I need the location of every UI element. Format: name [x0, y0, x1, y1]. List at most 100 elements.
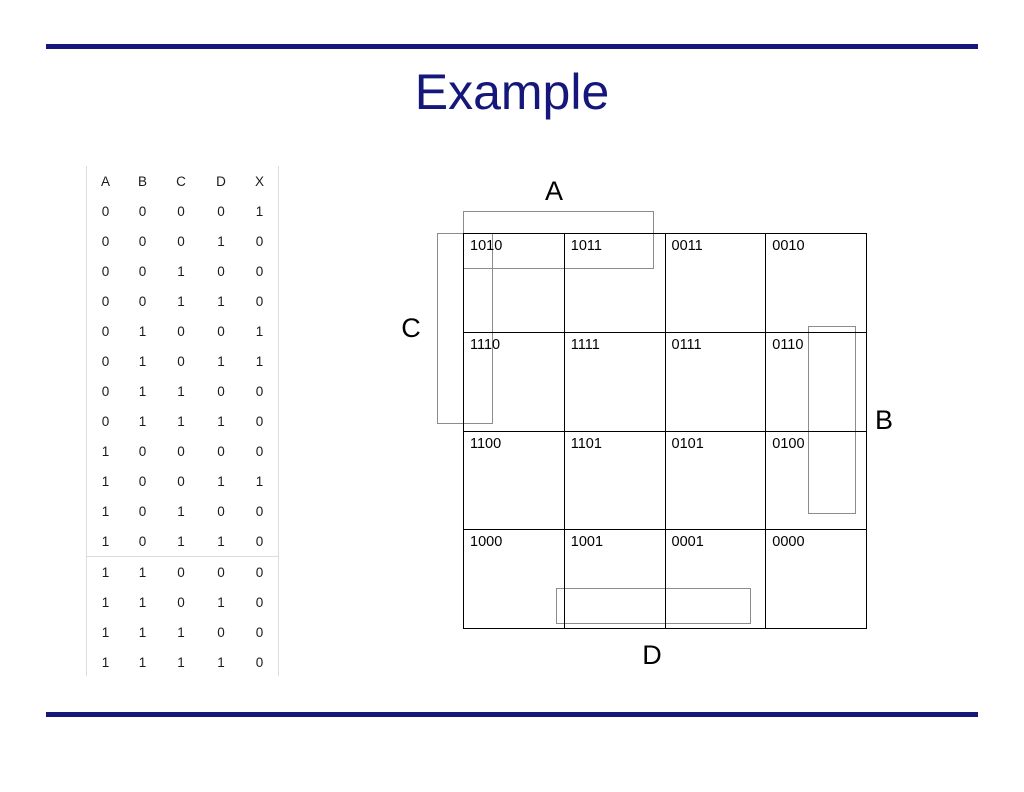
- kmap-cell[interactable]: 1001: [563, 529, 666, 629]
- kmap-cell[interactable]: 0101: [664, 430, 767, 531]
- cell-x: 0: [255, 594, 264, 610]
- cell-x: 0: [255, 263, 264, 279]
- cell-c: 1: [177, 533, 185, 549]
- cell-x: 0: [255, 293, 264, 309]
- cell-x: 1: [255, 203, 264, 219]
- cell-c: 0: [160, 556, 201, 587]
- kmap-cell[interactable]: 0111: [664, 331, 767, 432]
- cell-a: 0: [101, 293, 110, 309]
- table-row: 0 0 1 0 0: [87, 256, 278, 286]
- cell-b: 1: [138, 594, 147, 610]
- kmap-cell[interactable]: 0000: [765, 529, 867, 629]
- cell-d: 0: [200, 556, 241, 587]
- cell-a: 0: [101, 323, 110, 339]
- karnaugh-map: 1010 1011 0011 0010 1110 1111 0111 0110 …: [463, 233, 867, 629]
- table-row: 0 1 0 0 1: [87, 316, 278, 346]
- truth-table-header-d: D: [216, 173, 226, 189]
- kmap-label-c: C: [401, 313, 421, 343]
- cell-c: 0: [177, 353, 185, 369]
- truth-table-header-b: B: [137, 173, 147, 189]
- truth-table-header-a: A: [100, 173, 110, 189]
- table-row: 1 1 0 1 0: [87, 587, 278, 617]
- cell-b: 0: [138, 233, 147, 249]
- truth-table-body: 0 0 0 0 1 0 0 0 1 0 0 0 1 0 0 0: [87, 196, 278, 677]
- truth-table-header-x: X: [254, 173, 264, 189]
- table-row: 0 1 1 1 0: [87, 406, 278, 436]
- kmap-cell[interactable]: 1111: [563, 331, 666, 432]
- cell-a: 1: [101, 654, 110, 670]
- cell-d: 1: [217, 353, 225, 369]
- cell-x: 0: [255, 383, 264, 399]
- cell-d: 1: [217, 533, 225, 549]
- kmap-cell[interactable]: 0110: [765, 331, 867, 432]
- cell-b: 0: [138, 503, 147, 519]
- kmap-cell[interactable]: 1101: [563, 430, 666, 531]
- cell-d: 0: [217, 323, 225, 339]
- cell-a: 0: [101, 383, 110, 399]
- kmap-cell[interactable]: 1110: [463, 331, 565, 432]
- cell-c: 0: [177, 233, 185, 249]
- cell-a: 0: [101, 233, 110, 249]
- kmap-row: 1010 1011 0011 0010: [463, 233, 867, 333]
- cell-x: 0: [240, 556, 278, 587]
- cell-d: 1: [217, 233, 225, 249]
- cell-b: 1: [123, 556, 161, 587]
- cell-b: 0: [138, 443, 147, 459]
- cell-b: 1: [138, 624, 147, 640]
- table-row: 1 1 1 0 0: [87, 617, 278, 647]
- kmap-cell[interactable]: 1100: [463, 430, 565, 531]
- cell-d: 1: [217, 594, 225, 610]
- cell-d: 1: [217, 293, 225, 309]
- kmap-cell[interactable]: 0100: [765, 430, 867, 531]
- table-row: 0 1 0 1 1: [87, 346, 278, 376]
- cell-c: 1: [177, 624, 185, 640]
- cell-c: 0: [177, 323, 185, 339]
- cell-x: 0: [255, 503, 264, 519]
- cell-c: 0: [177, 443, 185, 459]
- cell-c: 1: [177, 383, 185, 399]
- cell-d: 0: [217, 203, 225, 219]
- cell-b: 0: [138, 263, 147, 279]
- kmap-cell[interactable]: 0011: [664, 233, 767, 333]
- table-row: 1 0 1 1 0: [87, 526, 278, 557]
- table-row: 1 0 1 0 0: [87, 496, 278, 526]
- kmap-row: 1000 1001 0001 0000: [463, 529, 867, 629]
- table-row: 1 0 0 0 0: [87, 436, 278, 466]
- cell-x: 1: [255, 323, 264, 339]
- cell-d: 0: [217, 263, 225, 279]
- cell-c: 1: [177, 654, 185, 670]
- kmap-cell[interactable]: 0010: [765, 233, 867, 333]
- truth-table: A B C D X 0 0 0 0 1 0 0 0 1 0: [86, 166, 279, 676]
- page-title: Example: [414, 64, 610, 120]
- cell-b: 1: [138, 353, 147, 369]
- cell-x: 1: [255, 473, 264, 489]
- cell-c: 0: [177, 473, 185, 489]
- kmap-cell[interactable]: 1010: [463, 233, 565, 333]
- cell-a: 0: [101, 263, 110, 279]
- cell-a: 0: [101, 353, 110, 369]
- table-row: 0 0 0 1 0: [87, 226, 278, 256]
- cell-x: 1: [255, 353, 264, 369]
- cell-d: 1: [217, 473, 225, 489]
- cell-c: 1: [177, 413, 185, 429]
- truth-table-header-c: C: [176, 173, 186, 189]
- kmap-label-a: A: [544, 176, 563, 206]
- table-row: 0 0 1 1 0: [87, 286, 278, 316]
- kmap-row: 1110 1111 0111 0110: [463, 331, 867, 432]
- cell-d: 0: [217, 503, 225, 519]
- cell-a: 1: [101, 443, 110, 459]
- table-row: 1 1 1 1 0: [87, 647, 278, 677]
- table-row: 0 1 1 0 0: [87, 376, 278, 406]
- cell-b: 0: [138, 533, 147, 549]
- kmap-cell[interactable]: 1011: [563, 233, 666, 333]
- cell-a: 0: [101, 413, 110, 429]
- truth-table-header-row: A B C D X: [87, 166, 278, 196]
- cell-a: 0: [101, 203, 110, 219]
- footer-rule: [46, 712, 978, 717]
- cell-c: 1: [177, 293, 185, 309]
- cell-b: 1: [138, 323, 147, 339]
- cell-d: 1: [217, 413, 225, 429]
- kmap-cell[interactable]: 0001: [664, 529, 767, 629]
- cell-b: 1: [138, 383, 147, 399]
- kmap-cell[interactable]: 1000: [463, 529, 565, 629]
